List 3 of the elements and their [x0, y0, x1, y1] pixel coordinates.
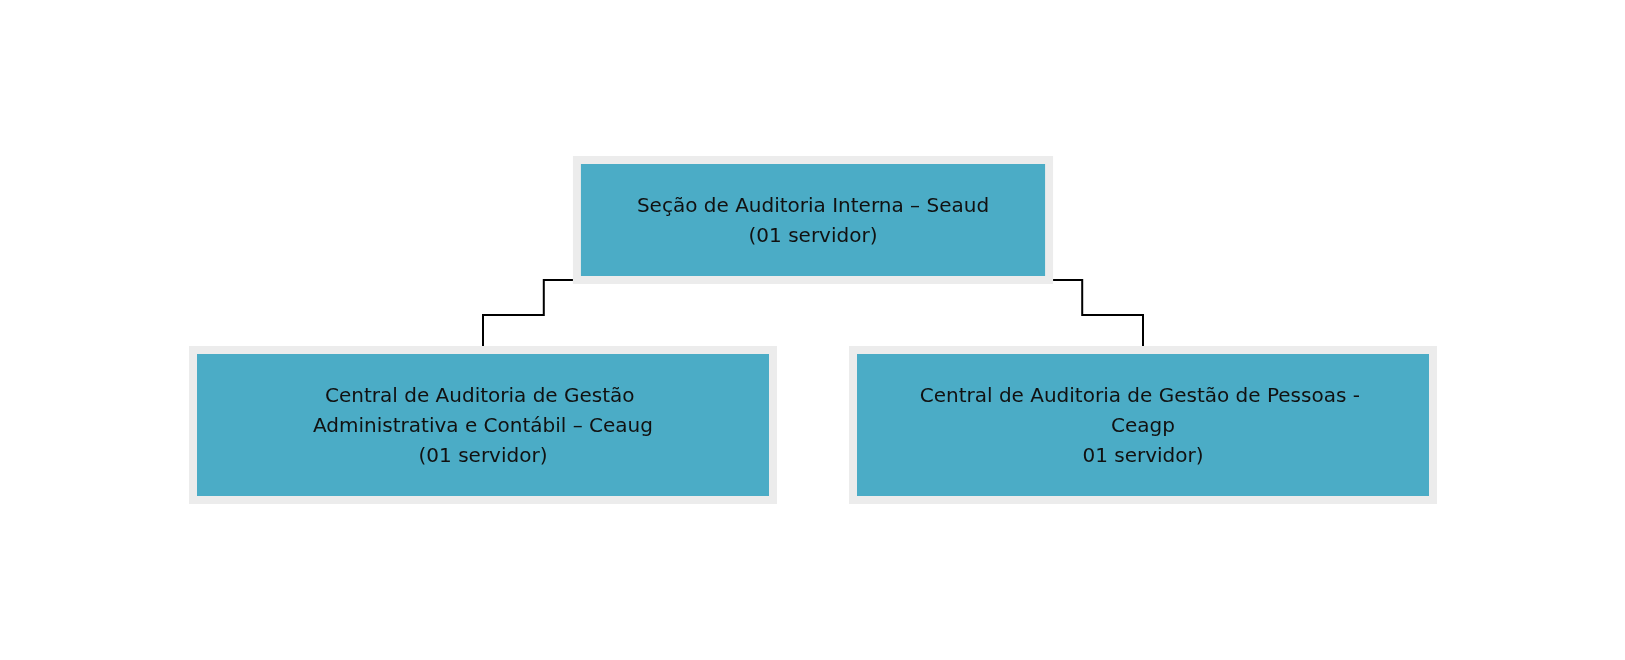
node-box: Central de Auditoria de Gestão Administrativa e Contábil – Ceaug (01 servidor): [188, 346, 777, 504]
node-box: Seção de Auditoria Interna – Seaud (01 servidor): [572, 156, 1053, 284]
node-box: Central de Auditoria de Gestão de Pessoas - Ceagp 01 servidor): [848, 346, 1437, 504]
